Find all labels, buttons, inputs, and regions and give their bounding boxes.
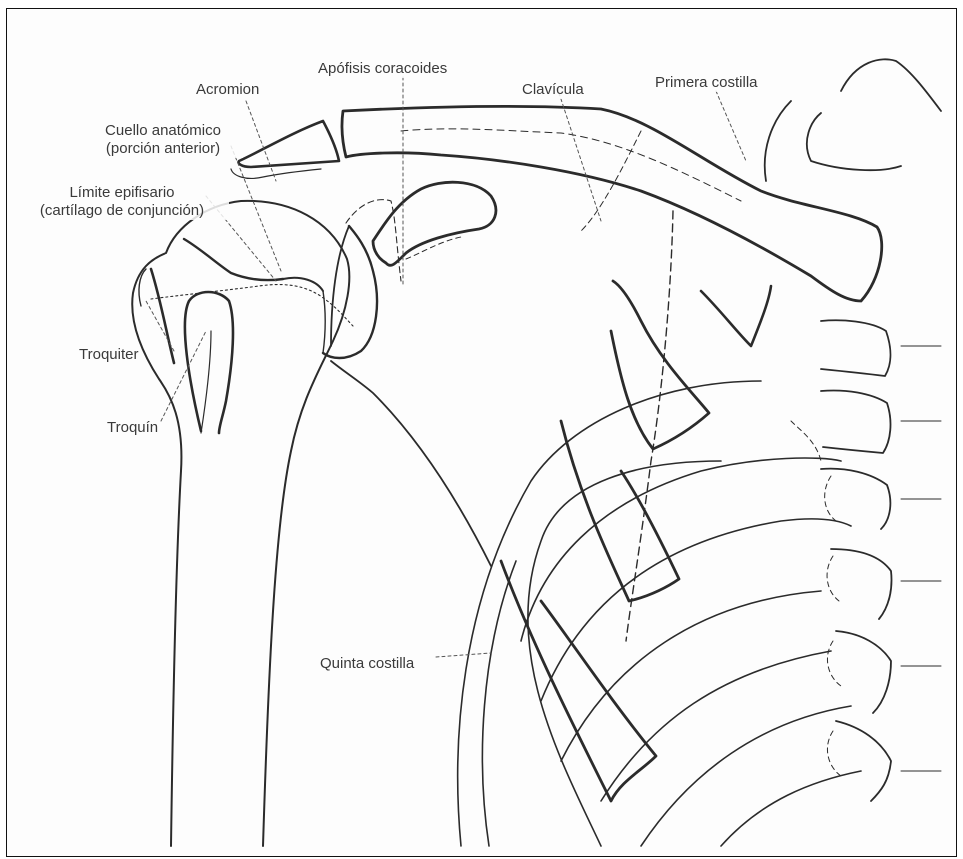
label-limite-epifisario-line2: (cartílago de conjunción) (15, 202, 229, 220)
clavicle (342, 106, 882, 301)
diagram-frame: Acromion Apófisis coracoides Clavícula P… (6, 8, 957, 857)
humerus (132, 201, 353, 846)
label-limite-epifisario: Límite epifisario (cartílago de conjunci… (15, 184, 229, 220)
label-clavicula: Clavícula (522, 81, 584, 99)
label-acromion: Acromion (196, 81, 259, 99)
label-troquin: Troquín (107, 419, 158, 437)
label-cuello-anatomico-line2: (porción anterior) (83, 140, 243, 158)
label-troquiter: Troquiter (79, 346, 138, 364)
label-quinta-costilla: Quinta costilla (320, 655, 414, 673)
scapula (231, 121, 496, 566)
label-limite-epifisario-line1: Límite epifisario (15, 184, 229, 202)
label-cuello-anatomico-line1: Cuello anatómico (83, 122, 243, 140)
label-cuello-anatomico: Cuello anatómico (porción anterior) (83, 122, 243, 158)
label-apofisis-coracoides: Apófisis coracoides (318, 60, 447, 78)
label-primera-costilla: Primera costilla (655, 74, 758, 92)
leader-lines (146, 77, 746, 657)
ribs (458, 131, 861, 846)
sternum-and-costal-cartilages (765, 59, 941, 801)
